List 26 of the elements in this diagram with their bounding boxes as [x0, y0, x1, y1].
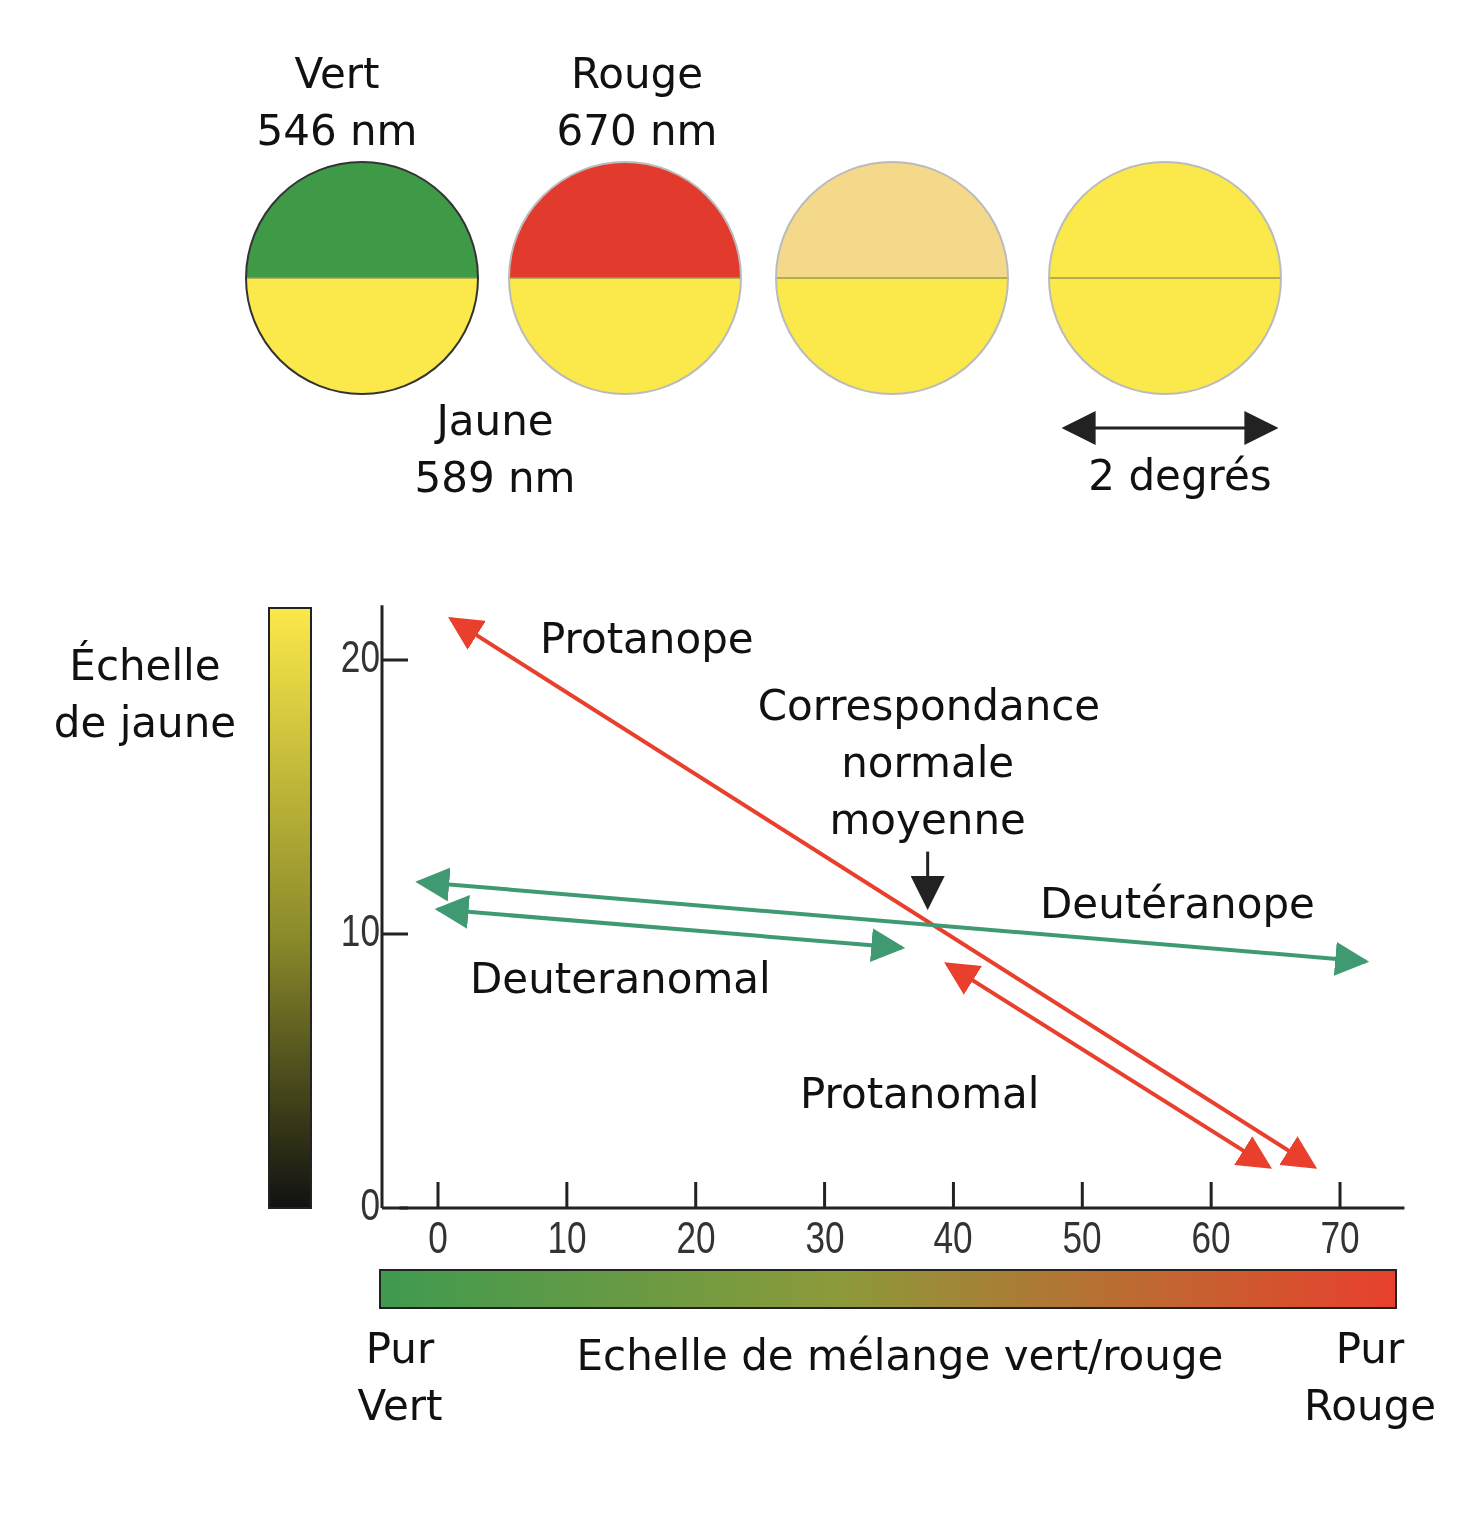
wavelength-label: Rouge 670 nm [555, 48, 719, 157]
mixture-scale-bar [379, 1269, 1397, 1309]
series-label: Protanope [540, 613, 755, 665]
wavelength-label: Vert 546 nm [255, 48, 419, 157]
tick-label: 60 [1190, 1213, 1232, 1263]
tick-label: 0 [359, 1180, 380, 1230]
annotation-label: Correspondance normale moyenne [757, 679, 1098, 846]
series-label: Deutéranope [1040, 878, 1316, 930]
axis-title: Echelle de mélange vert/rouge [575, 1330, 1225, 1382]
tick-label: 70 [1319, 1213, 1361, 1263]
tick-label: 10 [339, 906, 380, 956]
tick-label: 20 [675, 1213, 717, 1263]
series-label: Deuteranomal [470, 953, 772, 1005]
tick-label: 40 [932, 1213, 974, 1263]
axis-title: Échelle de jaune [52, 639, 238, 749]
tick-label: 50 [1061, 1213, 1103, 1263]
intensity-scale-bar [268, 607, 312, 1209]
tick-label: 30 [804, 1213, 846, 1263]
angle-label: 2 degrés [1087, 450, 1273, 502]
tick-label: 10 [546, 1213, 588, 1263]
scale-end-label: Pur Rouge [1302, 1323, 1438, 1432]
wavelength-label: Jaune 589 nm [413, 395, 577, 504]
tick-label: 0 [427, 1213, 449, 1263]
scale-end-label: Pur Vert [356, 1323, 444, 1432]
tick-label: 20 [339, 632, 380, 682]
series-label: Protanomal [800, 1068, 1041, 1120]
